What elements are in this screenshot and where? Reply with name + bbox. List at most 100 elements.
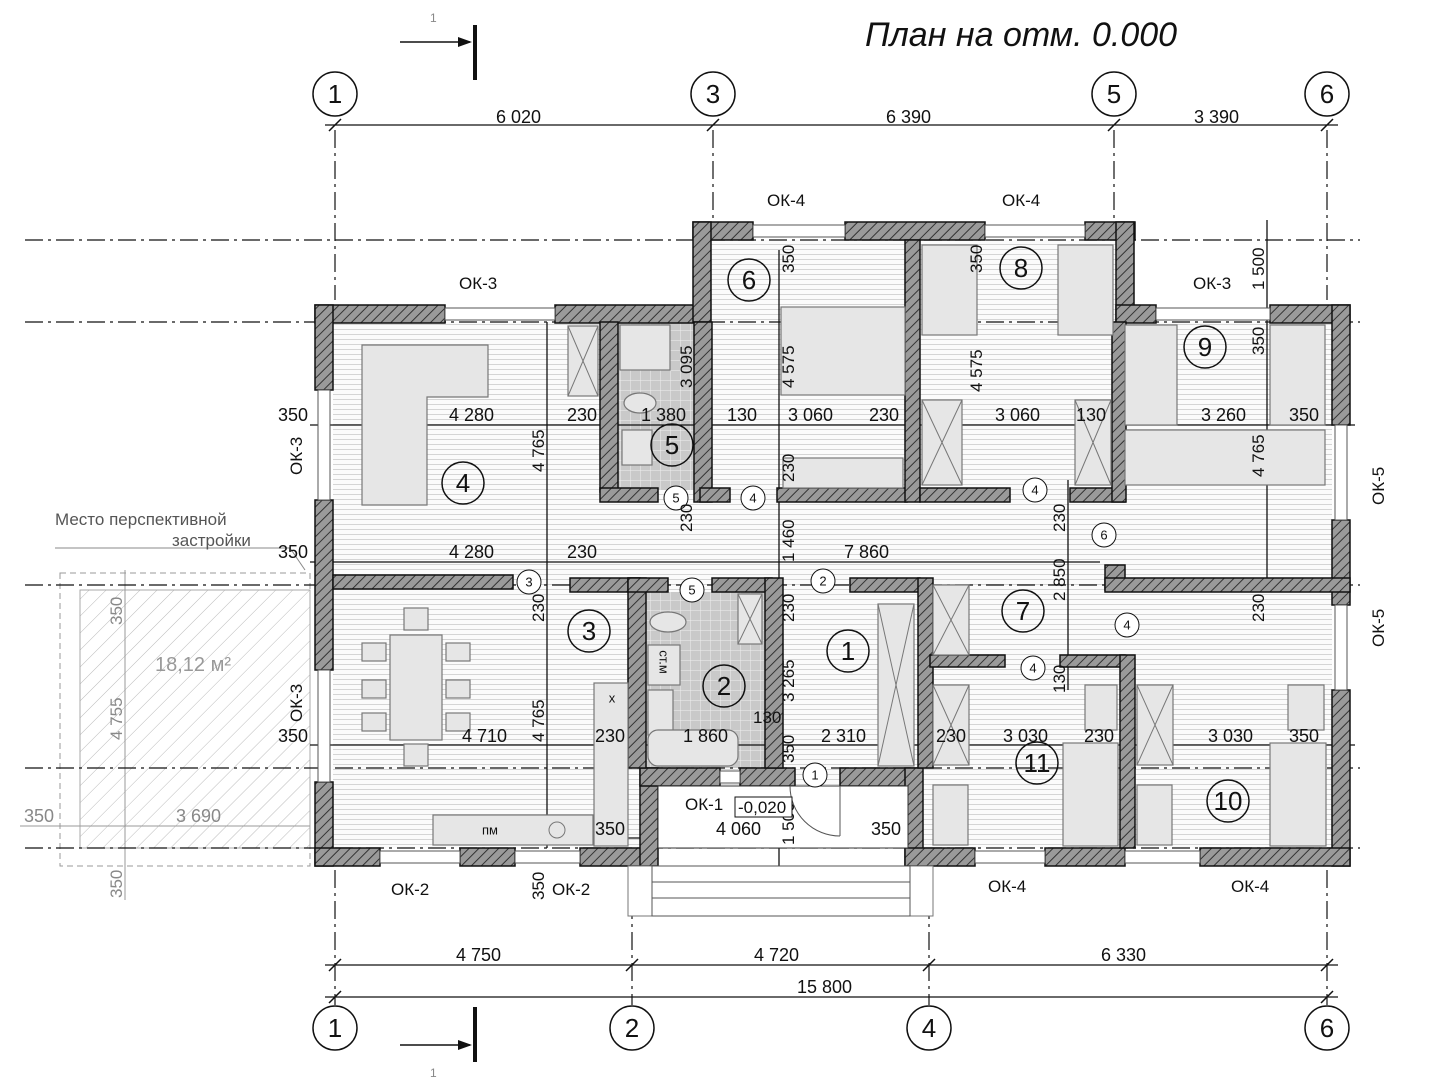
svg-text:130: 130 xyxy=(1050,665,1069,693)
window-labels: ОК-4 ОК-4 ОК-3 ОК-3 ОК-3 ОК-3 ОК-5 ОК-5 … xyxy=(287,191,1388,899)
svg-text:130: 130 xyxy=(1076,405,1106,425)
door-3: 3 xyxy=(516,569,542,595)
svg-text:ОК-1: ОК-1 xyxy=(685,795,723,814)
svg-text:3: 3 xyxy=(706,79,720,109)
svg-text:350: 350 xyxy=(779,245,798,273)
svg-text:230: 230 xyxy=(529,594,548,622)
svg-text:3: 3 xyxy=(525,575,532,590)
svg-text:ОК-4: ОК-4 xyxy=(767,191,805,210)
svg-text:ОК-5: ОК-5 xyxy=(1369,609,1388,647)
door-4b: 4 xyxy=(1022,477,1048,503)
svg-text:2: 2 xyxy=(625,1013,639,1043)
dimensions-row-2: 350 4 280 230 7 860 xyxy=(278,542,889,562)
svg-text:350: 350 xyxy=(278,542,308,562)
svg-text:6 020: 6 020 xyxy=(496,107,541,127)
svg-text:350: 350 xyxy=(779,735,798,763)
svg-text:8: 8 xyxy=(1014,253,1028,283)
section-mark-top: 1 xyxy=(400,11,477,80)
svg-text:4 765: 4 765 xyxy=(1249,434,1268,477)
svg-text:4 710: 4 710 xyxy=(462,726,507,746)
room-6: 6 xyxy=(727,258,771,302)
svg-text:4 720: 4 720 xyxy=(754,945,799,965)
svg-text:4: 4 xyxy=(922,1013,936,1043)
axis-3-top: 3 xyxy=(690,71,736,117)
svg-text:230: 230 xyxy=(869,405,899,425)
dimension-chain-top: 6 020 6 390 3 390 xyxy=(325,107,1338,132)
svg-text:350: 350 xyxy=(871,819,901,839)
svg-text:230: 230 xyxy=(779,594,798,622)
svg-text:350: 350 xyxy=(107,870,126,898)
svg-text:7: 7 xyxy=(1016,596,1030,626)
svg-text:2: 2 xyxy=(819,574,826,589)
svg-text:350: 350 xyxy=(1289,726,1319,746)
svg-text:ОК-5: ОК-5 xyxy=(1369,467,1388,505)
svg-text:1 500: 1 500 xyxy=(1249,247,1268,290)
door-6: 6 xyxy=(1091,522,1117,548)
svg-text:5: 5 xyxy=(665,430,679,460)
svg-text:350: 350 xyxy=(107,597,126,625)
svg-text:350: 350 xyxy=(278,405,308,425)
axis-6-bottom: 6 xyxy=(1304,1005,1350,1051)
bed xyxy=(921,244,978,336)
svg-text:ОК-4: ОК-4 xyxy=(988,877,1026,896)
svg-text:1: 1 xyxy=(430,11,437,25)
room-4: 4 xyxy=(441,461,485,505)
room-8: 8 xyxy=(999,246,1043,290)
level-mark: -0,020 xyxy=(734,796,793,818)
svg-text:2: 2 xyxy=(717,671,731,701)
room-5: 5 xyxy=(650,423,694,467)
svg-text:130: 130 xyxy=(753,708,781,727)
svg-text:230: 230 xyxy=(677,504,696,532)
axis-1-bottom: 1 xyxy=(312,1005,358,1051)
room-2: 2 xyxy=(702,664,746,708)
svg-text:10: 10 xyxy=(1214,786,1243,816)
svg-text:1: 1 xyxy=(811,768,818,783)
svg-text:350: 350 xyxy=(967,245,986,273)
annex-label-2: застройки xyxy=(172,531,251,550)
axis-2-bottom: 2 xyxy=(609,1005,655,1051)
annex-area: 18,12 м² xyxy=(155,654,231,676)
svg-text:230: 230 xyxy=(779,454,798,482)
svg-text:1 460: 1 460 xyxy=(779,519,798,562)
svg-text:ОК-2: ОК-2 xyxy=(391,880,429,899)
svg-text:6 330: 6 330 xyxy=(1101,945,1146,965)
future-extension-area: Место перспективной застройки 18,12 м² 4… xyxy=(20,510,311,900)
svg-text:230: 230 xyxy=(567,542,597,562)
shower xyxy=(619,324,671,371)
svg-text:350: 350 xyxy=(24,806,54,826)
svg-text:5: 5 xyxy=(672,491,679,506)
svg-text:350: 350 xyxy=(1289,405,1319,425)
svg-text:4: 4 xyxy=(1029,661,1036,676)
room-numbers: 1 2 3 4 5 6 7 8 9 10 11 xyxy=(441,246,1250,823)
section-mark-bottom: 1 xyxy=(400,1007,477,1080)
svg-text:1: 1 xyxy=(328,79,342,109)
door-1: 1 xyxy=(802,762,828,788)
svg-text:3 060: 3 060 xyxy=(995,405,1040,425)
svg-text:230: 230 xyxy=(1084,726,1114,746)
axis-5-top: 5 xyxy=(1091,71,1137,117)
svg-text:6: 6 xyxy=(1100,528,1107,543)
plan-title: План на отм. 0.000 xyxy=(865,16,1177,54)
sofa xyxy=(361,344,489,506)
room-10: 10 xyxy=(1206,779,1250,823)
svg-text:ОК-3: ОК-3 xyxy=(1193,274,1231,293)
axis-bubbles-top: 1 3 5 6 xyxy=(312,71,1350,117)
annex-label-1: Место перспективной xyxy=(55,510,227,529)
svg-text:15 800: 15 800 xyxy=(797,977,852,997)
svg-text:ОК-3: ОК-3 xyxy=(287,437,306,475)
bed xyxy=(1269,742,1327,847)
svg-text:350: 350 xyxy=(595,819,625,839)
svg-text:3: 3 xyxy=(582,616,596,646)
svg-text:230: 230 xyxy=(595,726,625,746)
furniture: пм ст.м x xyxy=(361,244,1327,847)
axis-4-bottom: 4 xyxy=(906,1005,952,1051)
svg-text:4 280: 4 280 xyxy=(449,405,494,425)
bathtub xyxy=(647,729,739,767)
svg-text:3 390: 3 390 xyxy=(1194,107,1239,127)
svg-text:4: 4 xyxy=(1123,618,1130,633)
svg-text:6: 6 xyxy=(1320,79,1334,109)
svg-text:3 690: 3 690 xyxy=(176,806,221,826)
room-7: 7 xyxy=(1001,589,1045,633)
svg-text:230: 230 xyxy=(1249,594,1268,622)
